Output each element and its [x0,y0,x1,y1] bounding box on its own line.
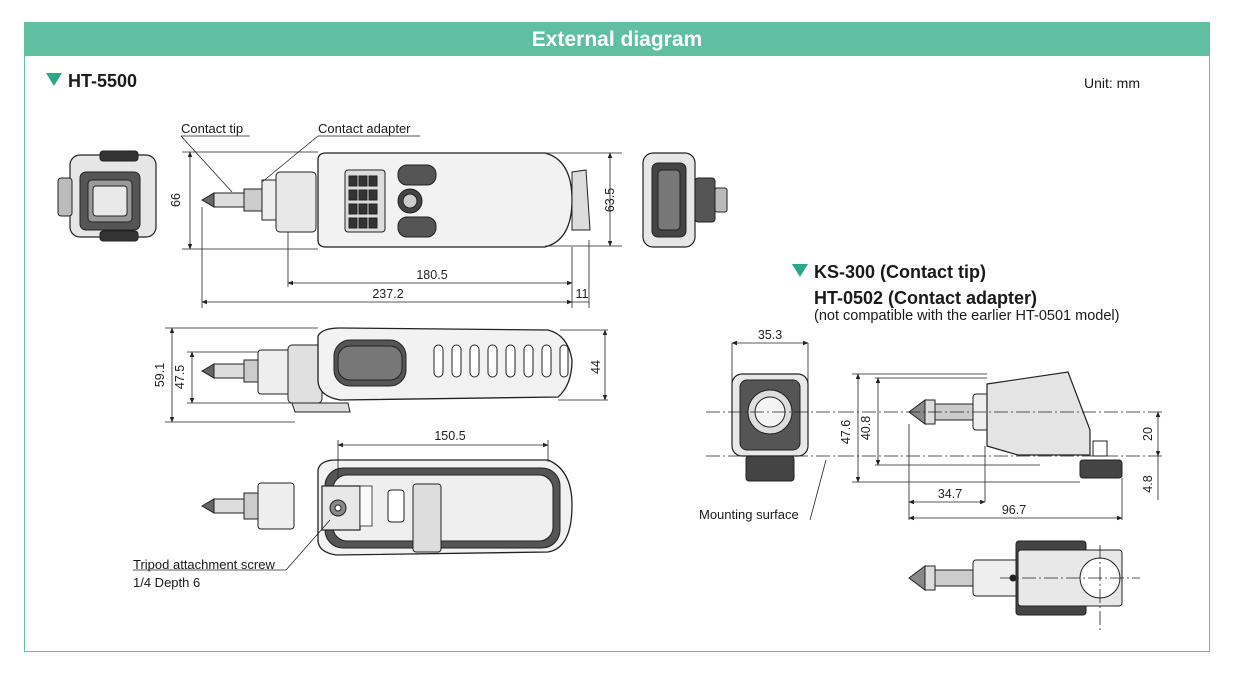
ht5500-end-view-left [57,150,157,242]
dim-11: 11 [576,287,589,301]
ks300-side-view [840,371,1165,520]
ht5500-title: HT-5500 [46,71,137,92]
compat-note: (not compatible with the earlier HT-0501… [814,308,1120,324]
contact-adapter-label: Contact adapter [318,121,411,136]
ks300-title: KS-300 (Contact tip) [792,262,986,283]
dim-20: 20 [1141,427,1155,441]
ht5500-end-view-right [642,152,728,248]
dim-237-2: 237.2 [372,287,403,301]
dim-180-5: 180.5 [416,268,447,282]
ht5500-bottom-view [133,440,573,571]
ks300-front-view [706,343,840,521]
mounting-surface-label: Mounting surface [699,507,799,522]
contact-tip-label: Contact tip [181,121,244,136]
ht5500-top-view [182,151,622,308]
dim-47-6: 47.6 [839,420,853,444]
dim-96-7: 96.7 [1002,503,1026,517]
dim-40-8: 40.8 [859,416,873,440]
dimension-lines [169,151,1161,521]
dim-59-1: 59.1 [153,363,167,387]
dim-47-5: 47.5 [173,365,187,389]
dim-63-5: 63.5 [603,188,617,212]
triangle-marker-icon [46,73,62,86]
dim-44: 44 [589,360,603,374]
ks300-top-view [908,540,1140,632]
section-header: External diagram [25,23,1209,56]
dim-4-8: 4.8 [1141,475,1155,492]
dim-35-3: 35.3 [758,328,782,342]
ht0502-title: HT-0502 (Contact adapter) [814,288,1038,308]
triangle-marker-icon [792,264,808,277]
leader-lines [180,135,420,193]
dim-66: 66 [169,193,183,207]
ks300-title-text: KS-300 (Contact tip) [814,262,987,282]
tripod-depth-label: 1/4 Depth 6 [133,575,201,590]
unit-label: Unit: mm [1084,75,1140,91]
ht5500-title-text: HT-5500 [68,71,138,91]
ht5500-side-view [165,327,608,423]
dim-150-5: 150.5 [434,429,465,443]
diagram-frame: External diagram [24,22,1210,652]
dim-34-7: 34.7 [938,487,962,501]
tripod-screw-label: Tripod attachment screw [133,557,275,572]
